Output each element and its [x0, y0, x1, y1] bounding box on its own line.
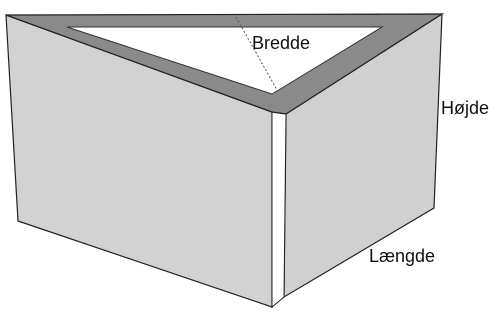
width-dimension-line: [235, 16, 278, 91]
length-label: Længde: [369, 246, 436, 266]
height-label: Højde: [441, 98, 490, 118]
corner-gap: [271, 111, 287, 309]
top-opening: [66, 26, 384, 95]
width-label: Bredde: [252, 33, 311, 53]
